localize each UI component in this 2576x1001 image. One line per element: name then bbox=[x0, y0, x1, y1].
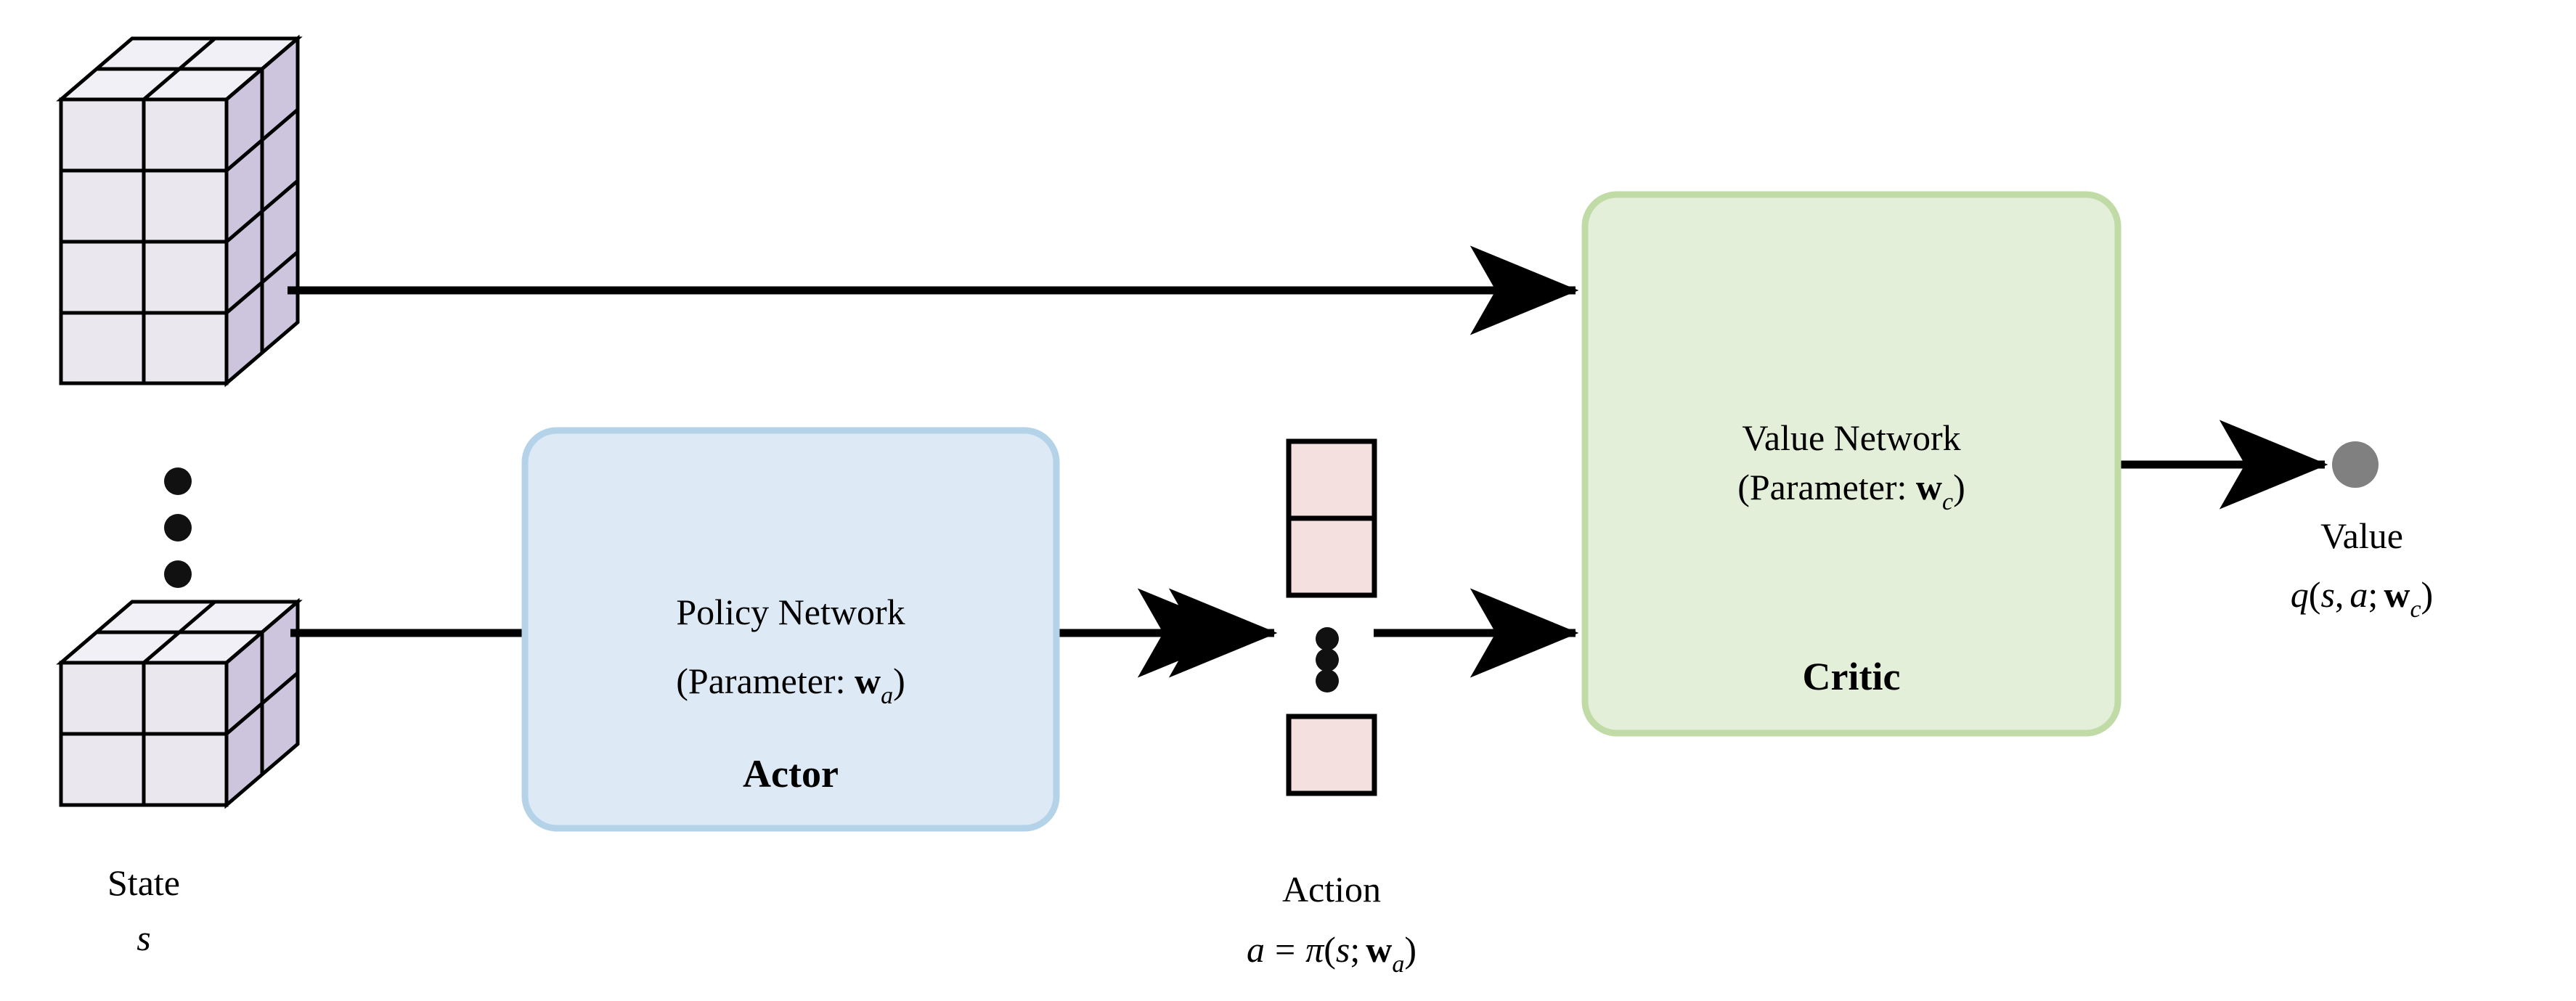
action-formula-w: w bbox=[1366, 929, 1392, 970]
actor-box[interactable] bbox=[521, 427, 1060, 832]
action-formula-close: ) bbox=[1404, 929, 1417, 970]
state-ellipsis bbox=[164, 467, 192, 588]
action-label: Action bbox=[1282, 869, 1381, 910]
ellipsis-dot bbox=[164, 514, 192, 542]
actor-parameter-prefix: (Parameter: bbox=[676, 661, 855, 701]
value-formula: q(s,a;wc) bbox=[2291, 574, 2433, 623]
action-vector bbox=[1286, 438, 1377, 796]
value-formula-sub: c bbox=[2410, 596, 2421, 623]
value-formula-comma: , bbox=[2335, 574, 2344, 615]
action-formula-open: ( bbox=[1324, 929, 1336, 970]
action-cell bbox=[1286, 714, 1377, 796]
value-formula-open: ( bbox=[2309, 574, 2321, 615]
action-formula-sub: a bbox=[1392, 951, 1404, 978]
critic-parameter-subscript: c bbox=[1942, 489, 1953, 515]
action-cell bbox=[1286, 438, 1377, 521]
action-formula-eq: = bbox=[1275, 929, 1295, 970]
actor-parameter-suffix: ) bbox=[893, 661, 905, 701]
action-cell bbox=[1286, 515, 1377, 598]
action-formula-pi: π bbox=[1305, 929, 1325, 970]
cube-right-face-line bbox=[225, 179, 299, 243]
state-label: State bbox=[107, 862, 180, 903]
value-node bbox=[2332, 441, 2379, 488]
ellipsis-dot bbox=[1316, 669, 1339, 692]
value-formula-q: q bbox=[2291, 574, 2309, 615]
actor-network-title: Policy Network bbox=[676, 592, 905, 632]
value-formula-w: w bbox=[2384, 574, 2410, 615]
actor-role-label: Actor bbox=[743, 752, 839, 796]
critic-parameter-suffix: ) bbox=[1953, 467, 1965, 507]
state-symbol: s bbox=[136, 918, 150, 958]
critic-parameter-line: (Parameter: wc) bbox=[1737, 467, 1965, 515]
critic-role-label: Critic bbox=[1803, 655, 1901, 698]
cube-right-face-line bbox=[225, 108, 299, 172]
actor-parameter-symbol: w bbox=[855, 661, 881, 701]
critic-network-title: Value Network bbox=[1742, 417, 1960, 458]
value-formula-semi: ; bbox=[2368, 574, 2378, 615]
value-formula-close: ) bbox=[2421, 574, 2434, 615]
state-cube-top bbox=[56, 34, 303, 388]
critic-parameter-prefix: (Parameter: bbox=[1737, 467, 1916, 507]
critic-box[interactable] bbox=[1581, 191, 2121, 737]
cube-right-face-line bbox=[225, 250, 299, 314]
value-formula-s: s bbox=[2320, 574, 2334, 615]
action-formula-lhs: a bbox=[1247, 929, 1265, 970]
critic-parameter-symbol: w bbox=[1916, 467, 1942, 507]
ellipsis-dot bbox=[1316, 627, 1339, 650]
cube-right-face-line bbox=[225, 671, 299, 735]
value-formula-a: a bbox=[2349, 574, 2368, 615]
ellipsis-dot bbox=[164, 560, 192, 588]
action-formula: a=π(s;wa) bbox=[1247, 929, 1417, 978]
actor-parameter-line: (Parameter: wa) bbox=[676, 661, 905, 709]
actor-parameter-subscript: a bbox=[881, 682, 893, 709]
action-formula-s: s bbox=[1336, 929, 1350, 970]
action-formula-semi: ; bbox=[1350, 929, 1360, 970]
ellipsis-dot bbox=[164, 467, 192, 495]
value-label: Value bbox=[2320, 515, 2403, 556]
state-cube-bottom bbox=[56, 597, 303, 809]
ellipsis-dot bbox=[1316, 648, 1339, 671]
